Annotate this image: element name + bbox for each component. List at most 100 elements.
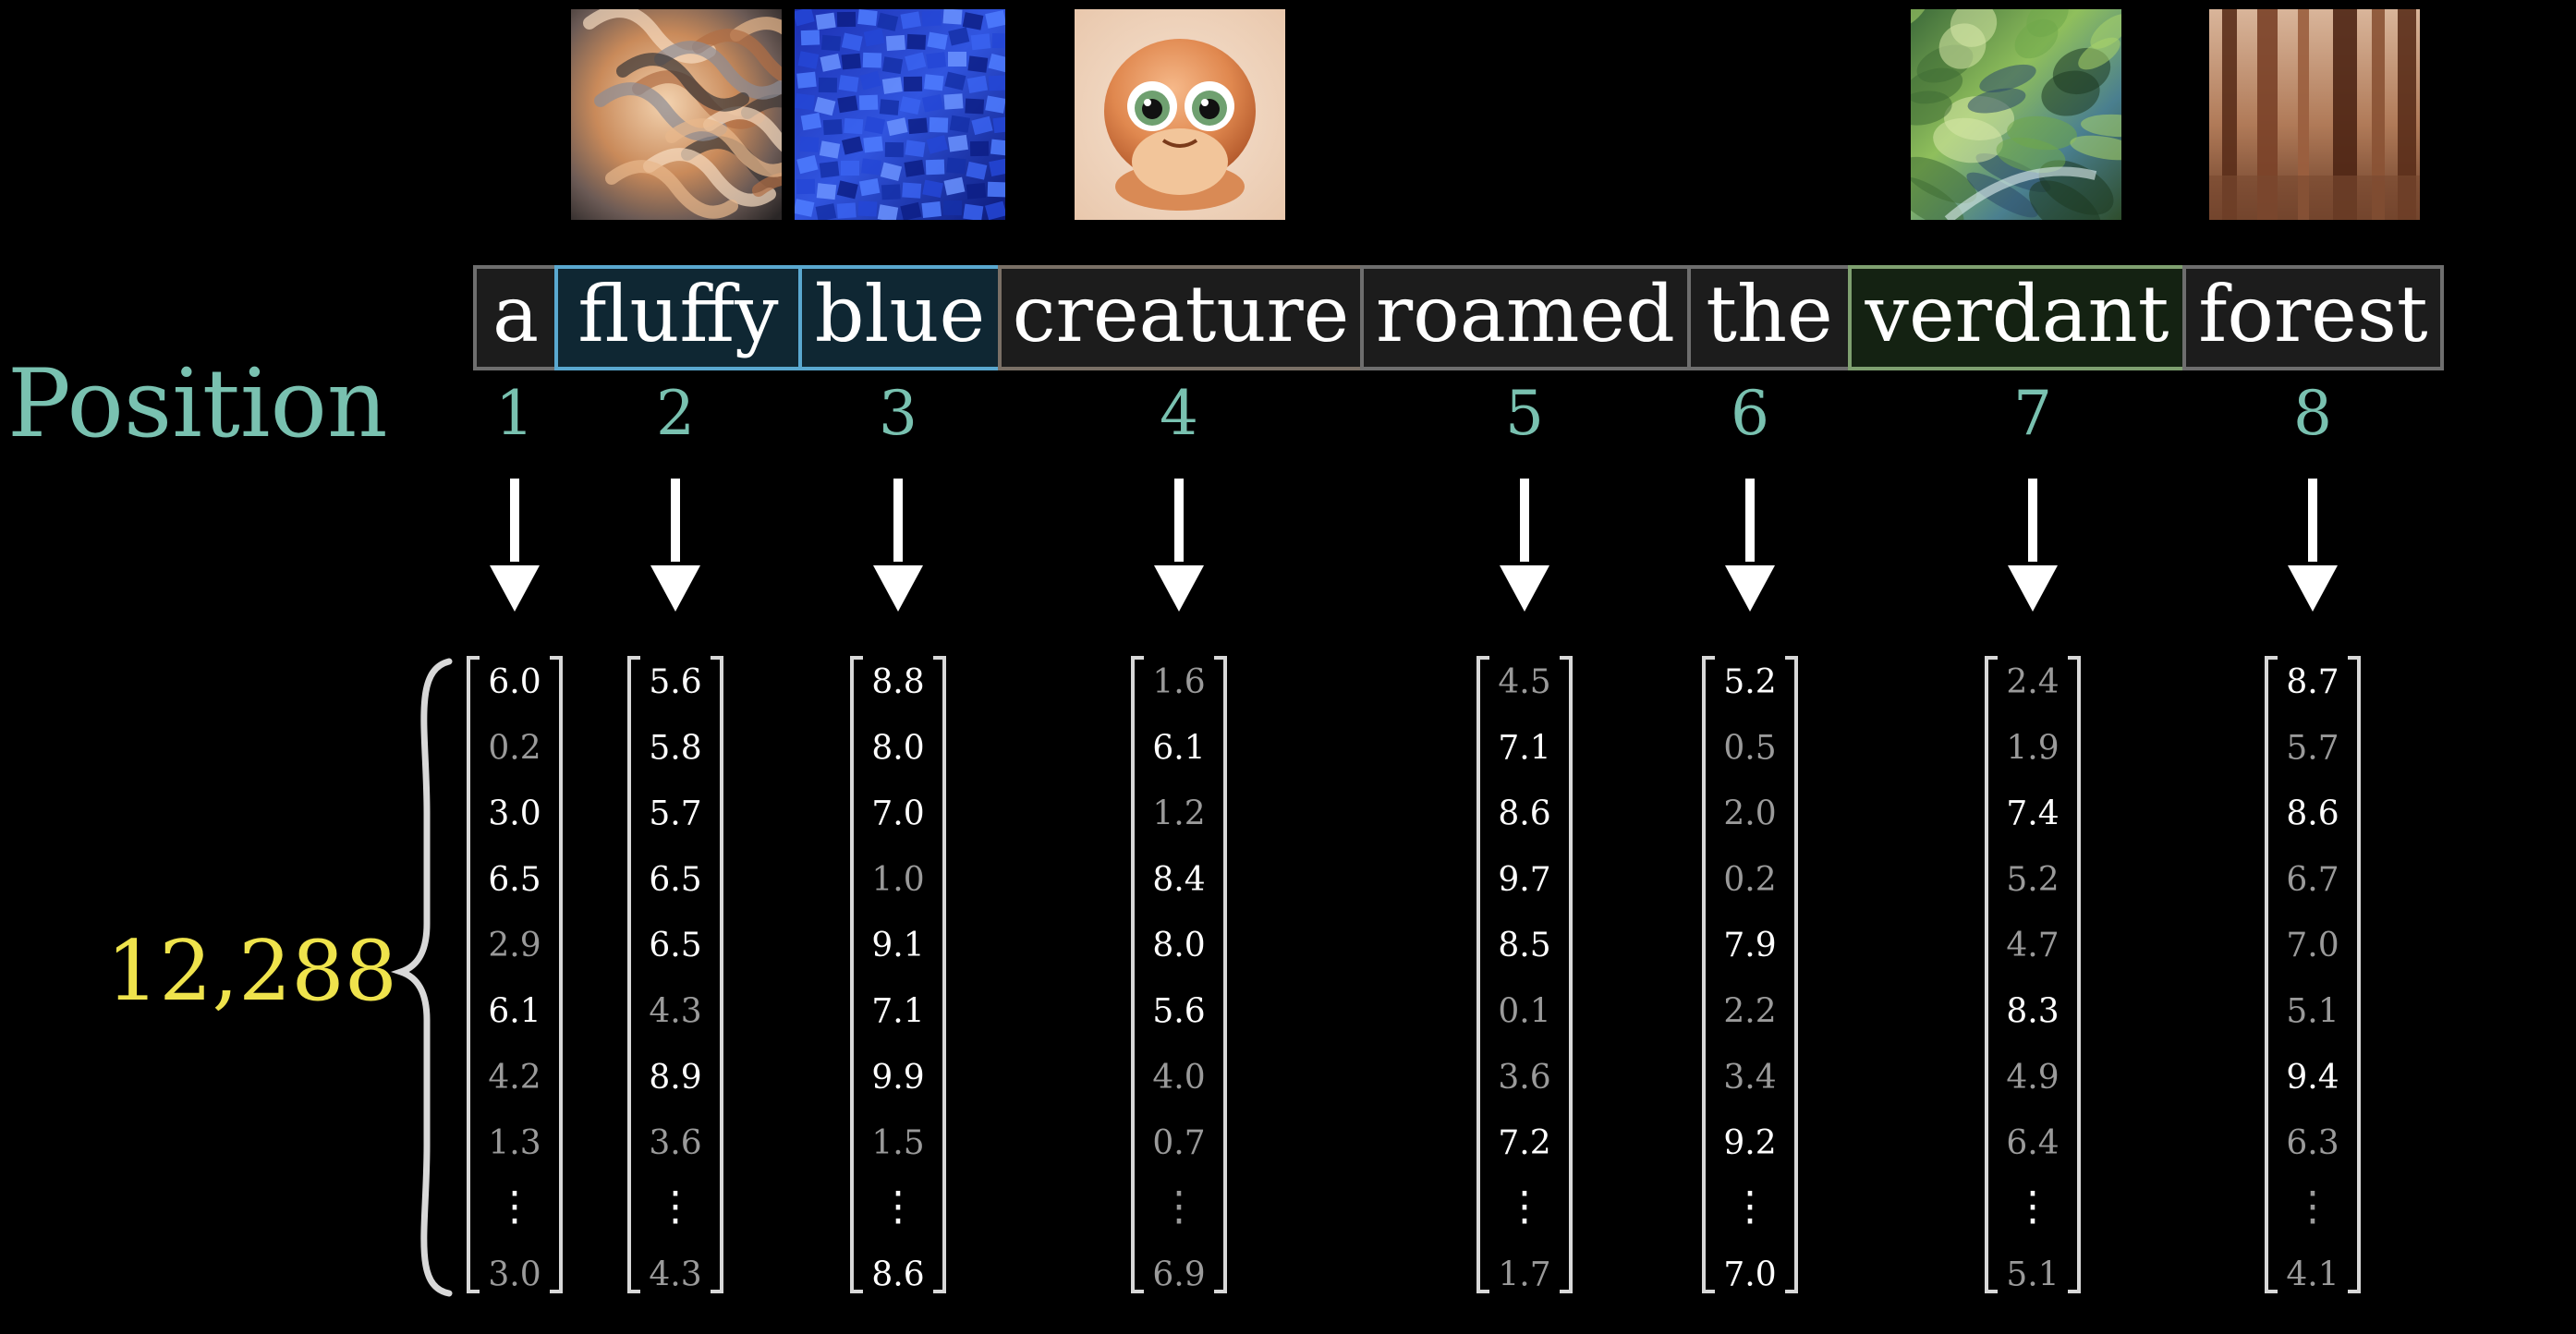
left-bracket bbox=[2265, 656, 2278, 1293]
vector-value: 9.9 bbox=[871, 1059, 924, 1097]
vector-value: 6.5 bbox=[649, 927, 701, 964]
vector-value: 2.9 bbox=[488, 927, 541, 964]
token-box bbox=[2182, 265, 2444, 370]
vector-value: 5.8 bbox=[649, 729, 701, 767]
vector-value: 6.4 bbox=[2006, 1124, 2059, 1162]
token-word: roamed bbox=[1376, 269, 1675, 359]
verdant-painting-image bbox=[1911, 9, 2121, 220]
vector-value: 4.3 bbox=[649, 1256, 701, 1294]
vector-value: 5.2 bbox=[2006, 861, 2059, 899]
ellipsis-cell: ⋮ bbox=[1504, 1182, 1545, 1230]
vector-value: 2.2 bbox=[1723, 993, 1776, 1031]
position-number: 8 bbox=[2293, 378, 2332, 449]
vector-value: 8.5 bbox=[1498, 927, 1550, 964]
vector-value: 0.1 bbox=[1498, 993, 1550, 1031]
vector-value: 8.6 bbox=[2286, 795, 2339, 833]
vector-value: 1.3 bbox=[488, 1124, 541, 1162]
down-arrow-icon bbox=[2008, 479, 2058, 612]
fluffy-texture-image bbox=[571, 9, 782, 220]
arrows bbox=[490, 479, 2338, 612]
vector-value: 5.7 bbox=[2286, 729, 2339, 767]
ellipsis-cell: ⋮ bbox=[1159, 1182, 1199, 1230]
vector-value: 8.9 bbox=[649, 1059, 701, 1097]
right-bracket bbox=[933, 656, 946, 1293]
vector-value: 5.1 bbox=[2286, 993, 2339, 1031]
embedding-vector-5: 4.57.18.69.78.50.13.67.2⋮1.7 bbox=[1476, 656, 1573, 1294]
vector-value: 6.1 bbox=[488, 993, 541, 1031]
vector-value: 7.2 bbox=[1498, 1124, 1550, 1162]
vector-value: 3.0 bbox=[488, 795, 541, 833]
token-blue: blue bbox=[798, 265, 1002, 370]
ellipsis-cell: ⋮ bbox=[655, 1182, 696, 1230]
left-bracket bbox=[1702, 656, 1715, 1293]
down-arrow-icon bbox=[650, 479, 700, 612]
creature-image bbox=[1075, 9, 1285, 220]
vector-value: 0.5 bbox=[1723, 729, 1776, 767]
ellipsis-cell: ⋮ bbox=[2012, 1182, 2053, 1230]
vector-value: 4.1 bbox=[2286, 1256, 2339, 1294]
token-a: a bbox=[473, 265, 558, 370]
vector-value: 6.5 bbox=[488, 861, 541, 899]
right-bracket bbox=[2068, 656, 2081, 1293]
vector-value: 5.6 bbox=[1152, 993, 1205, 1031]
token-roamed: roamed bbox=[1360, 265, 1691, 370]
vector-value: 1.9 bbox=[2006, 729, 2059, 767]
vector-value: 9.1 bbox=[871, 927, 924, 964]
vector-value: 6.9 bbox=[1152, 1256, 1205, 1294]
position-number: 6 bbox=[1731, 378, 1769, 449]
position-number: 4 bbox=[1160, 378, 1198, 449]
vector-value: 4.2 bbox=[488, 1059, 541, 1097]
down-arrow-icon bbox=[873, 479, 923, 612]
vector-value: 1.5 bbox=[871, 1124, 924, 1162]
position-number: 5 bbox=[1505, 378, 1544, 449]
left-bracket bbox=[850, 656, 863, 1293]
position-number: 3 bbox=[879, 378, 917, 449]
vector-value: 2.0 bbox=[1723, 795, 1776, 833]
token-verdant: verdant bbox=[1848, 265, 2186, 370]
token-word: blue bbox=[815, 269, 985, 359]
down-arrow-icon bbox=[2288, 479, 2338, 612]
embedding-vector-1: 6.00.23.06.52.96.14.21.3⋮3.0 bbox=[467, 656, 563, 1294]
token-word: creature bbox=[1013, 269, 1350, 359]
vector-value: 9.2 bbox=[1723, 1124, 1776, 1162]
down-arrow-icon bbox=[490, 479, 540, 612]
token-box bbox=[1360, 265, 1691, 370]
token-forest: forest bbox=[2182, 265, 2444, 370]
vector-value: 6.5 bbox=[649, 861, 701, 899]
token-word: fluffy bbox=[577, 269, 779, 359]
position-number: 1 bbox=[495, 378, 534, 449]
blue-texture-image bbox=[795, 9, 1005, 220]
down-arrow-icon bbox=[1154, 479, 1204, 612]
vector-value: 0.2 bbox=[488, 729, 541, 767]
down-arrow-icon bbox=[1725, 479, 1775, 612]
token-word: the bbox=[1706, 269, 1833, 359]
ellipsis-cell: ⋮ bbox=[2292, 1182, 2333, 1230]
token-creature: creature bbox=[998, 265, 1364, 370]
vector-value: 1.7 bbox=[1498, 1256, 1550, 1294]
token-box bbox=[1687, 265, 1852, 370]
vector-value: 8.3 bbox=[2006, 993, 2059, 1031]
vector-value: 6.7 bbox=[2286, 861, 2339, 899]
token-box bbox=[798, 265, 1002, 370]
images-row bbox=[571, 9, 2420, 220]
vector-value: 8.8 bbox=[871, 663, 924, 701]
ellipsis-cell: ⋮ bbox=[494, 1182, 535, 1230]
vector-value: 4.5 bbox=[1498, 663, 1550, 701]
vector-value: 4.3 bbox=[649, 993, 701, 1031]
vector-value: 5.2 bbox=[1723, 663, 1776, 701]
ellipsis-cell: ⋮ bbox=[878, 1182, 918, 1230]
token-box bbox=[554, 265, 802, 370]
vector-value: 4.7 bbox=[2006, 927, 2059, 964]
token-the: the bbox=[1687, 265, 1852, 370]
embedding-vector-7: 2.41.97.45.24.78.34.96.4⋮5.1 bbox=[1985, 656, 2081, 1294]
vector-value: 5.6 bbox=[649, 663, 701, 701]
vector-value: 8.6 bbox=[1498, 795, 1550, 833]
vector-value: 2.4 bbox=[2006, 663, 2059, 701]
vector-value: 6.1 bbox=[1152, 729, 1205, 767]
position-label: Position bbox=[7, 349, 388, 459]
right-bracket bbox=[1214, 656, 1227, 1293]
vector-value: 5.7 bbox=[649, 795, 701, 833]
token-box bbox=[998, 265, 1364, 370]
